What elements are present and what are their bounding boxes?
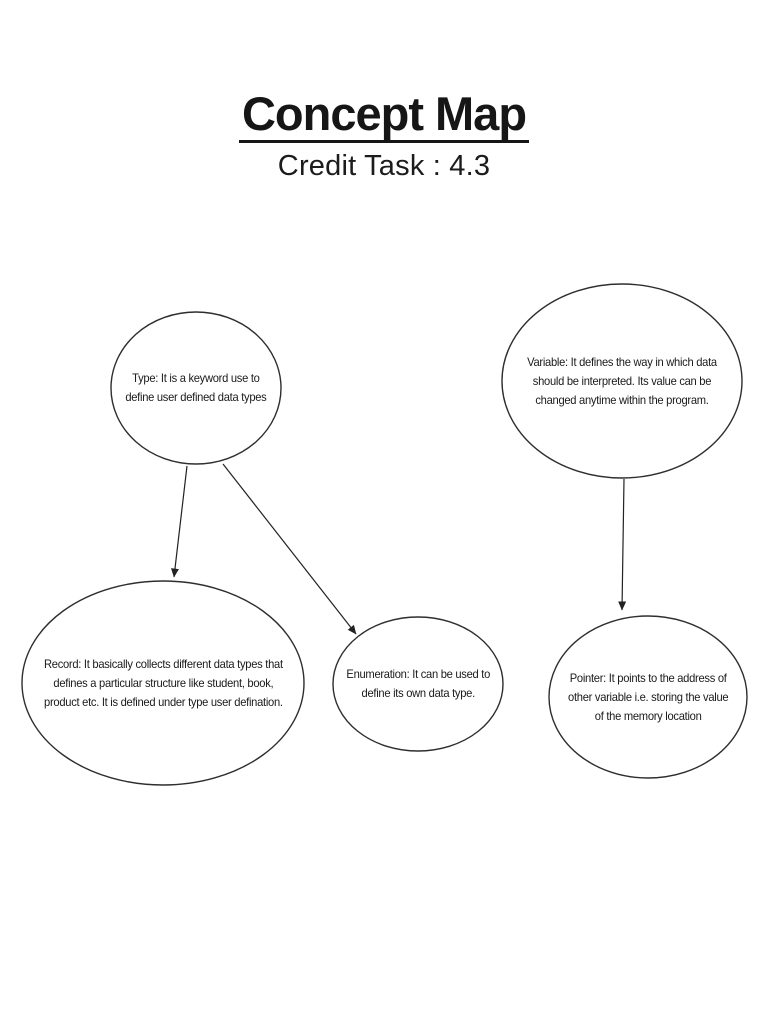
node-ellipse-variable [501, 283, 743, 479]
node-ellipse-type [110, 311, 282, 465]
edge-type-to-enumeration-arrow [222, 463, 357, 635]
page-title: Concept Map [238, 90, 530, 143]
node-ellipse-pointer [548, 615, 748, 779]
node-ellipse-enumeration [332, 616, 504, 752]
edge-variable-to-pointer-arrow [618, 478, 627, 611]
edge-type-to-record-arrow [171, 465, 188, 578]
page-header: Concept Map [0, 90, 768, 143]
node-ellipse-record [21, 580, 305, 786]
page-subtitle: Credit Task : 4.3 [277, 150, 491, 182]
